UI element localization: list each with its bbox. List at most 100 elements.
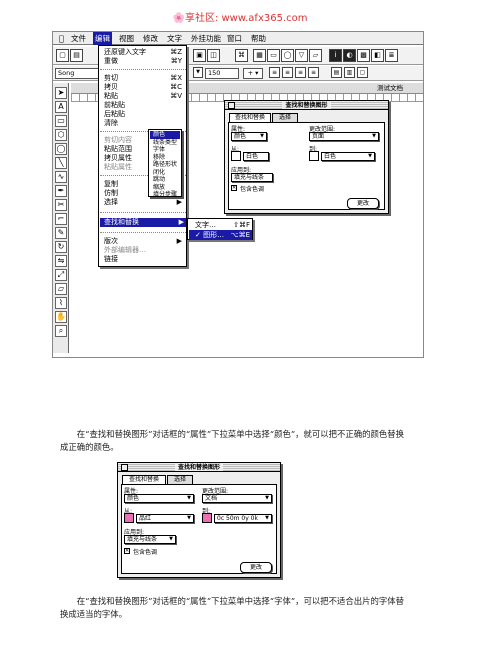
to-popup[interactable]: 0c 50m 0y 0k▼: [214, 514, 272, 523]
ellipse-icon[interactable]: ◯: [281, 49, 294, 62]
font-dropdown-icon[interactable]: ▼: [193, 67, 203, 78]
fill-icon[interactable]: ▩: [357, 49, 370, 62]
text-rect-icon[interactable]: ▢: [357, 67, 368, 78]
to-color-swatch[interactable]: [309, 151, 319, 161]
text-tool-icon[interactable]: A: [55, 101, 67, 113]
rect-icon[interactable]: ▭: [267, 49, 280, 62]
menu-item-paste-in-front[interactable]: 前粘贴: [104, 101, 125, 109]
menu-xtras[interactable]: 外挂功能: [191, 34, 221, 43]
from-color-swatch[interactable]: [231, 151, 241, 161]
menu-item-external-editor[interactable]: 外部编辑器…: [104, 246, 146, 254]
scope-popup[interactable]: 文档▼: [202, 494, 272, 503]
skew-tool-icon[interactable]: ▱: [55, 283, 67, 295]
size-field[interactable]: 150: [205, 68, 239, 79]
info-icon[interactable]: i: [329, 49, 342, 62]
eyedropper-tool-icon[interactable]: ⌇: [55, 297, 67, 309]
attribute-popup[interactable]: 颜色▼: [231, 132, 267, 141]
hand-tool-icon[interactable]: ✋: [55, 311, 67, 323]
from-popup[interactable]: 品红▼: [136, 514, 194, 523]
attr-option-path-shape[interactable]: 路径形状: [153, 161, 178, 168]
attr-option-stroke-type[interactable]: 线条类型: [153, 138, 178, 146]
knife-tool-icon[interactable]: ✂: [55, 199, 67, 211]
clip-icon[interactable]: ◫: [207, 49, 220, 62]
size-step-field[interactable]: + ▾: [243, 68, 263, 79]
menu-modify[interactable]: 修改: [143, 34, 158, 43]
to-color-swatch[interactable]: [202, 513, 212, 523]
menu-window[interactable]: 窗口: [227, 34, 242, 43]
to-popup[interactable]: 白色▼: [321, 152, 375, 161]
scale-tool-icon[interactable]: ⤢: [55, 269, 67, 281]
attr-option-close[interactable]: 闭化: [153, 168, 166, 176]
menu-item-paste-behind[interactable]: 后粘贴: [104, 110, 125, 118]
layers-icon[interactable]: ≣: [385, 49, 398, 62]
attr-option-steps[interactable]: 填分步骤: [153, 191, 178, 198]
tab-select[interactable]: 选择: [272, 113, 298, 122]
group-icon[interactable]: ⌘: [235, 49, 248, 62]
pointer-tool-icon[interactable]: ➤: [55, 87, 67, 99]
tab-find-replace[interactable]: 查找和替换: [122, 475, 166, 484]
grid-icon[interactable]: ▦: [253, 49, 266, 62]
menu-item-redo[interactable]: 重做⌘Y: [104, 57, 182, 65]
menu-item-cut[interactable]: 剪切⌘X: [104, 74, 182, 82]
attr-option-scale[interactable]: 缩放: [153, 183, 166, 191]
font-field[interactable]: Song: [55, 68, 99, 79]
close-icon[interactable]: [121, 464, 128, 471]
ellipse-tool-icon[interactable]: ◯: [55, 143, 67, 155]
from-color-swatch[interactable]: [124, 513, 134, 523]
columns-icon[interactable]: ▥: [344, 67, 355, 78]
menu-edit[interactable]: 编辑: [93, 32, 112, 45]
new-doc-icon[interactable]: ▢: [56, 49, 69, 62]
submenu-item-text[interactable]: 文字…⇧⌘F: [195, 221, 250, 229]
paste-icon[interactable]: ▣: [193, 49, 206, 62]
align-left-icon[interactable]: ≡: [269, 67, 280, 78]
shield-icon[interactable]: ▽: [295, 49, 308, 62]
menu-file[interactable]: 文件: [71, 34, 86, 43]
align-center-icon[interactable]: ≡: [282, 67, 293, 78]
apply-to-popup[interactable]: 填充与线条▼: [124, 535, 176, 544]
menu-item-links[interactable]: 链接: [104, 255, 118, 263]
change-button[interactable]: 更改: [240, 562, 272, 573]
attribute-popup[interactable]: 颜色▼: [124, 494, 194, 503]
menu-item-select[interactable]: 选择▶: [104, 198, 182, 206]
text-block-icon[interactable]: ▤: [331, 67, 342, 78]
menu-item-undo[interactable]: 还原键入文字⌘Z: [104, 48, 182, 56]
menu-item-paste[interactable]: 粘贴⌘V: [104, 92, 182, 100]
menu-item-find-replace[interactable]: 查找和替换▶: [100, 218, 186, 227]
color-mixer-icon[interactable]: ◧: [371, 49, 384, 62]
menu-view[interactable]: 视图: [119, 34, 134, 43]
folder-icon[interactable]: ▱: [309, 49, 322, 62]
justify-icon[interactable]: ≡: [308, 67, 319, 78]
menu-text[interactable]: 文字: [167, 34, 182, 43]
attr-option-color[interactable]: 颜色: [150, 131, 180, 139]
tint-checkbox[interactable]: ✕: [231, 185, 237, 191]
from-popup[interactable]: 白色: [243, 152, 269, 161]
attr-option-jitter[interactable]: 跳动: [153, 176, 166, 183]
stroke-icon[interactable]: ◐: [343, 49, 356, 62]
menu-item-copy[interactable]: 拷贝⌘C: [104, 83, 182, 91]
polygon-tool-icon[interactable]: ⬡: [55, 129, 67, 141]
align-right-icon[interactable]: ≡: [295, 67, 306, 78]
menu-help[interactable]: 帮助: [251, 34, 266, 43]
freehand-tool-icon[interactable]: ∿: [55, 171, 67, 183]
zoom-tool-icon[interactable]: ⌕: [55, 325, 67, 337]
trace-tool-icon[interactable]: ✎: [55, 227, 67, 239]
submenu-item-graphics[interactable]: ✓ 图形…⌥⌘E: [189, 230, 252, 240]
close-icon[interactable]: [228, 102, 235, 109]
attr-option-font[interactable]: 字体: [153, 146, 166, 153]
rotate-tool-icon[interactable]: ↻: [55, 241, 67, 253]
bezigon-tool-icon[interactable]: ⌐: [55, 213, 67, 225]
tab-select[interactable]: 选择: [167, 475, 193, 484]
menu-item-clear[interactable]: 清除: [104, 119, 118, 127]
line-tool-icon[interactable]: ╲: [55, 157, 67, 169]
pen-tool-icon[interactable]: ✒: [55, 185, 67, 197]
tab-find-replace[interactable]: 查找和替换: [229, 113, 271, 122]
menu-item-versions[interactable]: 版次▶: [104, 237, 182, 245]
reflect-tool-icon[interactable]: ⇋: [55, 255, 67, 267]
tint-checkbox[interactable]: ✕: [124, 548, 130, 554]
scope-popup[interactable]: 页面▼: [309, 132, 379, 141]
apple-icon[interactable]: : [57, 32, 66, 45]
attr-option-remove[interactable]: 移除: [153, 153, 166, 161]
apply-to-popup[interactable]: 填充与线条: [231, 173, 273, 182]
open-icon[interactable]: ▤: [70, 49, 83, 62]
rectangle-tool-icon[interactable]: ▭: [55, 115, 67, 127]
